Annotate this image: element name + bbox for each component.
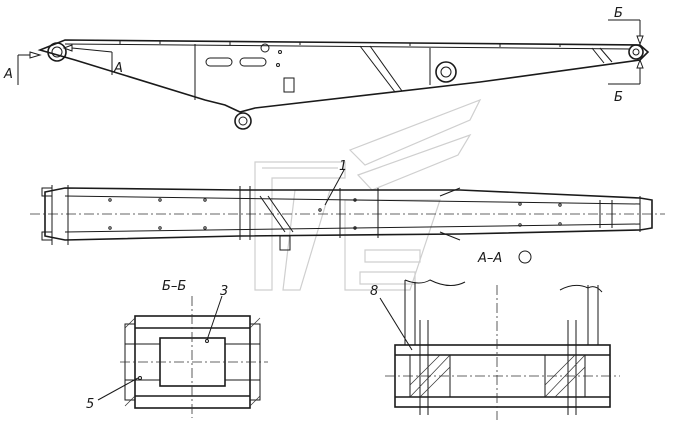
- section-aa-label: А–А: [477, 251, 502, 266]
- section-b-top-label: Б: [614, 6, 623, 21]
- section-b-bottom-label: Б: [614, 90, 623, 105]
- callout-5: 5: [86, 397, 94, 412]
- rotation-symbol-icon: [518, 250, 532, 264]
- watermark-logo: [254, 98, 482, 291]
- section-a-right-label: A: [113, 61, 123, 76]
- boom-side-view: [17, 19, 650, 130]
- section-a-left-label: A: [3, 67, 13, 82]
- section-bb-label: Б–Б: [162, 279, 186, 294]
- section-bb-view: [97, 295, 268, 418]
- callout-1: 1: [339, 159, 347, 174]
- callout-8: 8: [370, 284, 378, 299]
- section-aa-view: [379, 279, 620, 420]
- boom-plan-view: [30, 169, 665, 251]
- callout-3: 3: [220, 284, 228, 299]
